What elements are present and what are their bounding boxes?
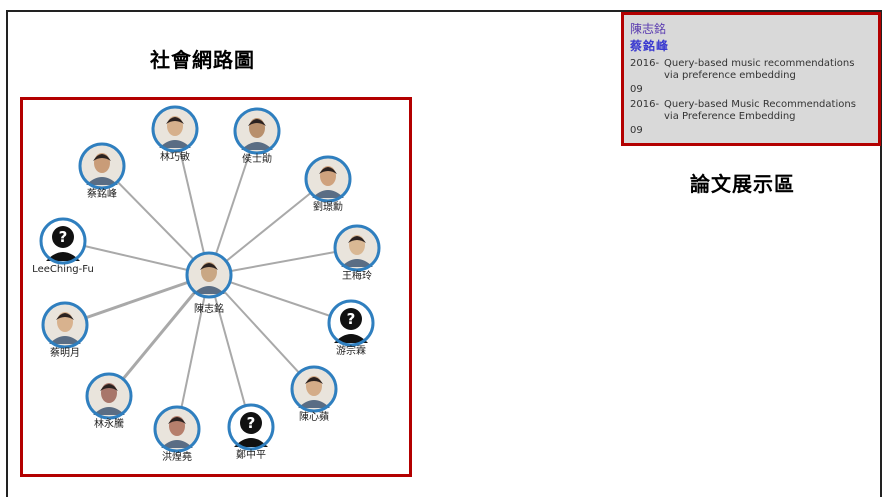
avatar-ring	[233, 107, 281, 155]
social-network-panel: 林巧敏 侯士勛劉璟勳王梅玲? 游宗霖陳心蘋? 鄭中平 洪煌堯 林永騰 蔡明月? LeeChin…	[20, 97, 412, 477]
avatar-ring	[185, 251, 233, 299]
node-name-label: LeeChing-Fu	[32, 264, 94, 275]
paper-year-part: 2016-	[630, 58, 660, 69]
network-edge	[208, 178, 329, 276]
network-edge	[208, 274, 315, 390]
avatar-ring	[227, 403, 275, 451]
node-name-label: 鄭中平	[236, 448, 266, 461]
avatar-hair	[56, 313, 74, 320]
unknown-user-shoulders	[46, 252, 80, 261]
unknown-user-shoulders	[234, 438, 268, 447]
avatar-shoulders	[49, 336, 81, 344]
node-name-label: 洪煌堯	[162, 450, 192, 463]
avatar-shoulders	[93, 407, 125, 415]
network-node[interactable]: 洪煌堯	[153, 405, 201, 463]
avatar-hair	[100, 384, 118, 391]
avatar-ring	[153, 405, 201, 453]
node-name-label: 陳志銘	[194, 302, 224, 315]
author-link-coauthor[interactable]: 蔡銘峰	[630, 39, 670, 53]
avatar-shoulders	[193, 286, 225, 294]
outer-frame	[6, 10, 882, 497]
avatar-ring	[333, 224, 381, 272]
paper-display-heading: 論文展示區	[690, 172, 795, 196]
network-node[interactable]: 蔡明月	[41, 301, 89, 359]
network-edge	[208, 247, 358, 276]
paper-year-part: 2016-	[630, 99, 660, 110]
avatar-hair	[248, 119, 266, 126]
avatar-hair	[305, 377, 323, 384]
question-mark-glyph: ?	[347, 310, 356, 328]
network-node[interactable]: 侯士勛	[233, 107, 281, 165]
node-name-label: 侯士勛	[242, 152, 272, 165]
avatar-ring	[327, 299, 375, 347]
avatar-hair	[166, 117, 184, 124]
unknown-user-icon	[240, 412, 262, 434]
unknown-user-icon	[340, 308, 362, 330]
node-name-label: 陳心蘋	[299, 411, 329, 423]
network-edge	[107, 274, 211, 397]
paper-year: 2016- 09	[630, 99, 664, 137]
avatar-shoulders	[159, 140, 191, 148]
network-edge	[208, 274, 252, 428]
network-node[interactable]: 陳心蘋	[290, 365, 338, 423]
paper-item[interactable]: 2016- 09 Query-based Music Recommendatio…	[630, 99, 872, 137]
avatar-hair	[348, 236, 366, 243]
network-edge	[101, 165, 210, 276]
avatar-hair	[168, 417, 186, 424]
author-link-primary[interactable]: 陳志銘	[630, 22, 667, 36]
paper-item[interactable]: 2016- 09 Query-based music recommendatio…	[630, 58, 872, 96]
node-name-label: 王梅玲	[342, 269, 372, 282]
node-name-label: 劉璟勳	[313, 200, 343, 213]
paper-display-panel: 陳志銘 蔡銘峰 2016- 09 Query-based music recom…	[621, 12, 881, 146]
avatar-ring	[41, 301, 89, 349]
avatar-shoulders	[86, 177, 118, 185]
avatar-shoulders	[161, 440, 193, 448]
node-name-label: 林巧敏	[160, 150, 190, 163]
node-name-label: 林永騰	[94, 417, 124, 430]
avatar-ring	[39, 217, 87, 265]
network-edge	[208, 130, 258, 276]
network-node[interactable]: 林巧敏	[151, 105, 199, 163]
avatar-shoulders	[312, 190, 344, 198]
avatar-hair	[200, 263, 218, 270]
paper-month-part: 09	[630, 84, 643, 95]
network-node[interactable]: 蔡銘峰	[78, 142, 126, 200]
social-network-heading: 社會網路圖	[150, 48, 255, 72]
avatar-ring	[304, 155, 352, 203]
node-name-label: 蔡明月	[50, 346, 80, 359]
paper-year: 2016- 09	[630, 58, 664, 96]
avatar-shoulders	[341, 259, 373, 267]
paper-title[interactable]: Query-based Music Recommendations via Pr…	[664, 99, 856, 122]
network-node[interactable]: 劉璟勳	[304, 155, 352, 213]
network-node[interactable]: 林永騰	[85, 372, 133, 430]
avatar-ring	[151, 105, 199, 153]
avatar-ring	[85, 372, 133, 420]
paper-month-part: 09	[630, 125, 643, 136]
avatar-ring	[290, 365, 338, 413]
avatar-shoulders	[298, 400, 330, 408]
network-node[interactable]: ? 游宗霖	[327, 299, 375, 357]
unknown-user-shoulders	[334, 334, 368, 343]
network-edge	[208, 274, 352, 324]
avatar-hair	[319, 167, 337, 174]
question-mark-glyph: ?	[247, 414, 256, 432]
avatar-shoulders	[241, 142, 273, 150]
network-edge	[176, 274, 210, 430]
avatar-hair	[93, 154, 111, 161]
network-node[interactable]: 王梅玲	[333, 224, 381, 282]
network-center-node[interactable]: 陳志銘	[185, 251, 233, 315]
network-edge	[62, 240, 210, 276]
network-edge	[64, 273, 210, 327]
paper-title[interactable]: Query-based music recommendations via pr…	[664, 58, 855, 81]
network-edge	[174, 128, 210, 276]
unknown-user-icon	[52, 226, 74, 248]
node-name-label: 蔡銘峰	[87, 187, 117, 200]
network-node[interactable]: ? 鄭中平	[227, 403, 275, 461]
avatar-ring	[78, 142, 126, 190]
network-node[interactable]: ? LeeChing-Fu	[32, 217, 94, 275]
question-mark-glyph: ?	[59, 228, 68, 246]
node-name-label: 游宗霖	[336, 344, 366, 357]
